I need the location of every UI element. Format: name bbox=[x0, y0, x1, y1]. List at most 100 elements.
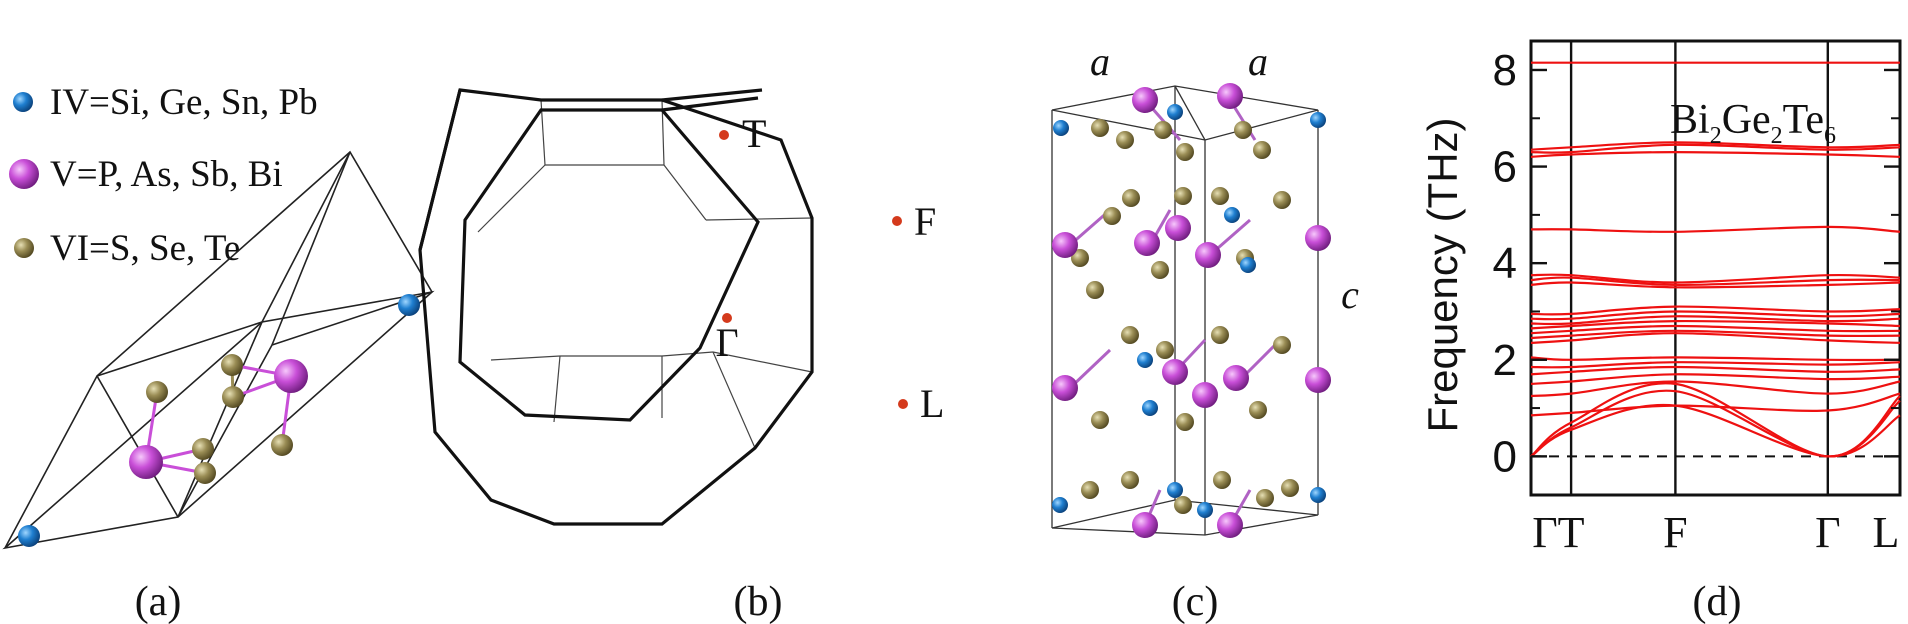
caption-c: (c) bbox=[1172, 579, 1219, 624]
phonon-band bbox=[1530, 150, 1901, 158]
blue-atom-icon bbox=[398, 294, 420, 316]
t-point-icon bbox=[719, 130, 729, 140]
olive-atom-icon bbox=[1174, 496, 1192, 514]
olive-atom-icon bbox=[192, 438, 214, 460]
olive-atom-icon bbox=[1234, 121, 1252, 139]
phonon-band bbox=[1530, 356, 1901, 362]
structure-bonds bbox=[1068, 99, 1277, 526]
magenta-atom-icon bbox=[1134, 230, 1160, 256]
x-tick-label: Γ bbox=[1815, 508, 1840, 557]
olive-atom-icon bbox=[1176, 413, 1194, 431]
label-c: c bbox=[1341, 272, 1359, 317]
olive-atom-icon bbox=[1103, 207, 1121, 225]
magenta-atom-icon bbox=[9, 159, 39, 189]
panel-a: IV=Si, Ge, Sn, Pb V=P, As, Sb, Bi VI=S, … bbox=[2, 82, 435, 624]
olive-atom-icon bbox=[1116, 131, 1134, 149]
caption-a: (a) bbox=[135, 579, 182, 624]
blue-atom-icon bbox=[13, 92, 33, 112]
olive-atom-icon bbox=[1121, 471, 1139, 489]
olive-atom-icon bbox=[1086, 281, 1104, 299]
phonon-band bbox=[1530, 382, 1901, 458]
phonon-band bbox=[1530, 373, 1901, 385]
magenta-atom-icon bbox=[1052, 375, 1078, 401]
phonon-band bbox=[1530, 143, 1901, 154]
legend-item-iv: IV=Si, Ge, Sn, Pb bbox=[13, 82, 318, 123]
olive-atom-icon bbox=[221, 354, 243, 376]
olive-atom-icon bbox=[1176, 143, 1194, 161]
label-a-left: a bbox=[1090, 39, 1110, 84]
label-t: T bbox=[742, 111, 766, 156]
phonon-band bbox=[1530, 305, 1901, 316]
magenta-atom-icon bbox=[1192, 382, 1218, 408]
phonon-band bbox=[1530, 332, 1901, 344]
y-tick-label: 6 bbox=[1493, 143, 1517, 192]
olive-atom-icon bbox=[1253, 141, 1271, 159]
phonon-band bbox=[1530, 310, 1901, 321]
olive-atom-icon bbox=[222, 386, 244, 408]
olive-atom-icon bbox=[14, 238, 34, 258]
magenta-atom-icon bbox=[1217, 83, 1243, 109]
blue-atom-icon bbox=[1167, 104, 1183, 120]
chart-grid bbox=[1531, 41, 1900, 495]
caption-b: (b) bbox=[734, 579, 783, 624]
olive-atom-icon bbox=[194, 462, 216, 484]
phonon-band bbox=[1530, 225, 1901, 233]
olive-atom-icon bbox=[1091, 411, 1109, 429]
y-tick-label: 0 bbox=[1493, 432, 1517, 481]
blue-atom-icon bbox=[1224, 207, 1240, 223]
phonon-band bbox=[1530, 361, 1901, 369]
olive-atom-icon bbox=[1256, 489, 1274, 507]
x-tick-label: Γ bbox=[1532, 508, 1557, 557]
panel-b: T F Γ L (b) bbox=[418, 88, 944, 624]
blue-atom-icon bbox=[18, 525, 40, 547]
magenta-atom-icon bbox=[1223, 365, 1249, 391]
y-axis-label: Frequency (THz) bbox=[1419, 117, 1466, 432]
olive-atom-icon bbox=[1071, 249, 1089, 267]
l-point-icon bbox=[898, 399, 908, 409]
blue-atom-icon bbox=[1142, 400, 1158, 416]
magenta-atom-icon bbox=[1305, 225, 1331, 251]
y-tick-label: 2 bbox=[1493, 336, 1517, 385]
x-tick-label: L bbox=[1873, 508, 1900, 557]
phonon-band bbox=[1530, 315, 1901, 326]
phonon-band bbox=[1530, 273, 1901, 284]
phonon-band bbox=[1530, 281, 1901, 289]
legend-label-iv: IV=Si, Ge, Sn, Pb bbox=[50, 82, 318, 123]
panel-c: a a c (c) bbox=[1051, 39, 1359, 624]
phonon-band bbox=[1530, 276, 1901, 287]
phonon-band bbox=[1530, 319, 1901, 330]
phonon-band bbox=[1530, 329, 1901, 340]
blue-atom-icon bbox=[1310, 112, 1326, 128]
olive-atom-icon bbox=[1213, 471, 1231, 489]
magenta-atom-icon bbox=[1052, 232, 1078, 258]
legend-label-v: V=P, As, Sb, Bi bbox=[50, 154, 283, 195]
label-f: F bbox=[914, 199, 936, 244]
magenta-atom-icon bbox=[1132, 87, 1158, 113]
olive-atom-icon bbox=[1151, 261, 1169, 279]
magenta-atom-icon bbox=[1217, 512, 1243, 538]
plot-frame bbox=[1529, 39, 1902, 497]
label-gamma: Γ bbox=[715, 320, 738, 365]
olive-atom-icon bbox=[1174, 187, 1192, 205]
y-tick-label: 8 bbox=[1493, 46, 1517, 95]
phonon-band bbox=[1530, 324, 1901, 335]
legend-item-vi: VI=S, Se, Te bbox=[14, 228, 240, 269]
x-tick-label: T bbox=[1558, 508, 1585, 557]
olive-atom-icon bbox=[1273, 191, 1291, 209]
olive-atom-icon bbox=[1122, 189, 1140, 207]
blue-atom-icon bbox=[1052, 497, 1068, 513]
blue-atom-icon bbox=[1197, 502, 1213, 518]
cell-atoms bbox=[18, 294, 420, 547]
olive-atom-icon bbox=[1281, 479, 1299, 497]
phonon-band bbox=[1530, 380, 1901, 398]
blue-atom-icon bbox=[1240, 257, 1256, 273]
legend-item-v: V=P, As, Sb, Bi bbox=[9, 154, 283, 195]
blue-atom-icon bbox=[1053, 120, 1069, 136]
blue-atom-icon bbox=[1310, 487, 1326, 503]
phonon-band bbox=[1530, 365, 1901, 376]
caption-d: (d) bbox=[1693, 579, 1742, 624]
magenta-atom-icon bbox=[129, 445, 163, 479]
